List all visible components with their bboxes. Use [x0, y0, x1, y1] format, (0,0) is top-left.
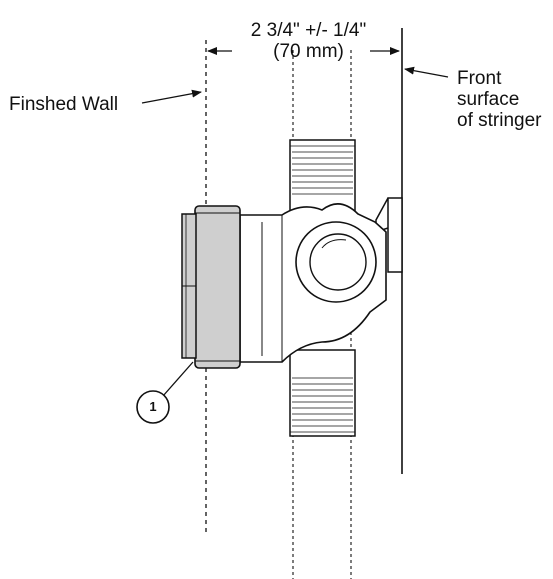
finished-wall-label: Finshed Wall — [9, 94, 119, 115]
front-surface-label-line2: surface — [457, 89, 520, 110]
finished-wall-leader — [141, 89, 202, 104]
callout-leader — [162, 361, 194, 397]
front-surface-label-line3: of stringer — [457, 110, 542, 131]
dimension-label-metric: (70 mm) — [273, 41, 344, 62]
callout-number: 1 — [149, 399, 157, 414]
callout-circle — [136, 390, 170, 424]
front-surface-leader — [404, 66, 449, 78]
front-surface-label-line1: Front — [457, 68, 502, 89]
dimension-label-imperial: 2 3/4" +/- 1/4" — [250, 20, 367, 41]
cartridge-stem — [181, 213, 197, 359]
trim-collar — [194, 205, 241, 369]
bottom-threaded-pipe — [289, 349, 356, 437]
side-port — [295, 221, 377, 303]
